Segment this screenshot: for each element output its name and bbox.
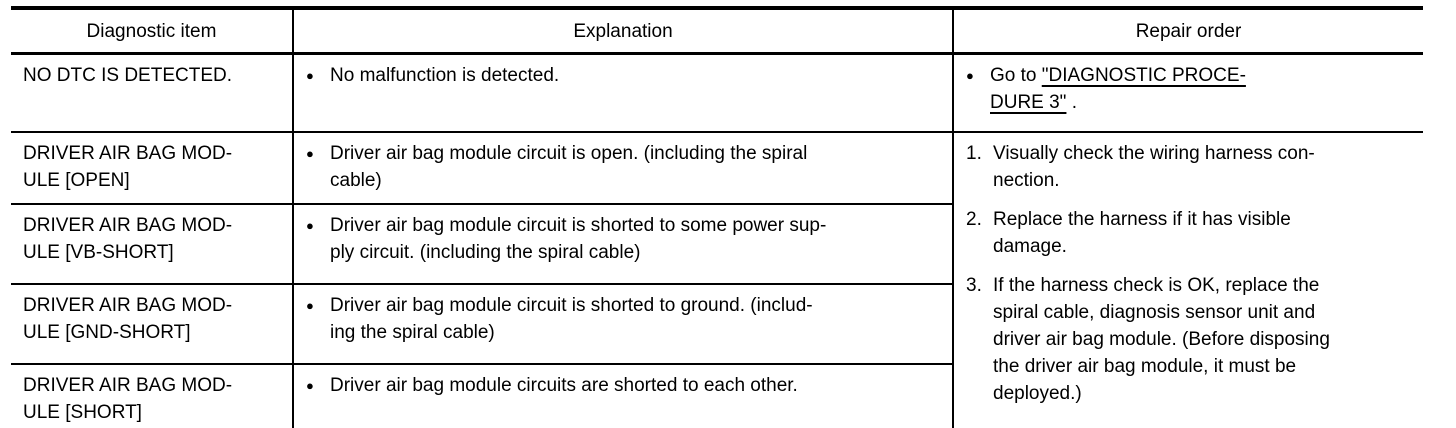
bullet-icon: ● — [306, 68, 314, 83]
table-row-open: DRIVER AIR BAG MOD- ULE [OPEN] ● Driver … — [11, 131, 1423, 428]
repair-order-cell: ● Go to "DIAGNOSTIC PROCE- DURE 3" . — [953, 52, 1423, 132]
repair-order-text: Go to "DIAGNOSTIC PROCE- DURE 3" . — [990, 62, 1413, 116]
explanation-cell: ● Driver air bag module circuit is short… — [293, 203, 954, 284]
repair-step: 1. Visually check the wiring harness con… — [966, 140, 1413, 194]
diagnostic-procedure-link[interactable]: "DIAGNOSTIC PROCE- DURE 3" — [990, 65, 1246, 113]
diagnostic-item-cell: DRIVER AIR BAG MOD- ULE [SHORT] — [11, 363, 294, 428]
diagnostic-item-cell: DRIVER AIR BAG MOD- ULE [OPEN] — [11, 131, 294, 204]
step-number: 3. — [966, 275, 982, 296]
table-row-gnd-short: DRIVER AIR BAG MOD- ULE [GND-SHORT] ● Dr… — [11, 283, 1423, 364]
header-repair-order: Repair order — [953, 8, 1423, 55]
repair-step: 2. Replace the harness if it has visible… — [966, 206, 1413, 260]
bullet-icon: ● — [306, 218, 314, 233]
table-row-vb-short: DRIVER AIR BAG MOD- ULE [VB-SHORT] ● Dri… — [11, 203, 1423, 284]
step-number: 2. — [966, 209, 982, 230]
explanation-text: Driver air bag module circuit is shorted… — [330, 295, 813, 343]
bullet-icon: ● — [306, 146, 314, 161]
diagnostic-item-cell: NO DTC IS DETECTED. — [11, 52, 294, 132]
explanation-text: No malfunction is detected. — [330, 65, 560, 86]
explanation-cell: ● Driver air bag module circuits are sho… — [293, 363, 954, 428]
explanation-text: Driver air bag module circuits are short… — [330, 375, 798, 396]
header-diagnostic-item: Diagnostic item — [11, 8, 294, 55]
diagnostic-item-cell: DRIVER AIR BAG MOD- ULE [VB-SHORT] — [11, 203, 294, 284]
header-explanation: Explanation — [293, 8, 954, 55]
step-text: Visually check the wiring harness con- n… — [993, 143, 1315, 191]
table-row-no-dtc: NO DTC IS DETECTED. ● No malfunction is … — [11, 52, 1423, 132]
table-row-short: DRIVER AIR BAG MOD- ULE [SHORT] ● Driver… — [11, 363, 1423, 428]
bullet-icon: ● — [306, 378, 314, 393]
step-text: Replace the harness if it has visible da… — [993, 209, 1291, 257]
step-text: If the harness check is OK, replace the … — [993, 275, 1330, 404]
diagnostic-item-cell: DRIVER AIR BAG MOD- ULE [GND-SHORT] — [11, 283, 294, 364]
explanation-cell: ● No malfunction is detected. — [293, 52, 954, 132]
repair-order-merged-cell: 1. Visually check the wiring harness con… — [953, 131, 1423, 428]
table-header-row: Diagnostic item Explanation Repair order — [11, 8, 1423, 55]
explanation-text: Driver air bag module circuit is open. (… — [330, 143, 808, 191]
bullet-icon: ● — [966, 68, 974, 83]
explanation-text: Driver air bag module circuit is shorted… — [330, 215, 827, 263]
explanation-cell: ● Driver air bag module circuit is short… — [293, 283, 954, 364]
diagnostic-table: Diagnostic item Explanation Repair order… — [11, 6, 1423, 428]
bullet-icon: ● — [306, 298, 314, 313]
repair-suffix: . — [1066, 92, 1077, 113]
explanation-cell: ● Driver air bag module circuit is open.… — [293, 131, 954, 204]
step-number: 1. — [966, 143, 982, 164]
repair-prefix: Go to — [990, 65, 1042, 86]
repair-step: 3. If the harness check is OK, replace t… — [966, 272, 1413, 407]
